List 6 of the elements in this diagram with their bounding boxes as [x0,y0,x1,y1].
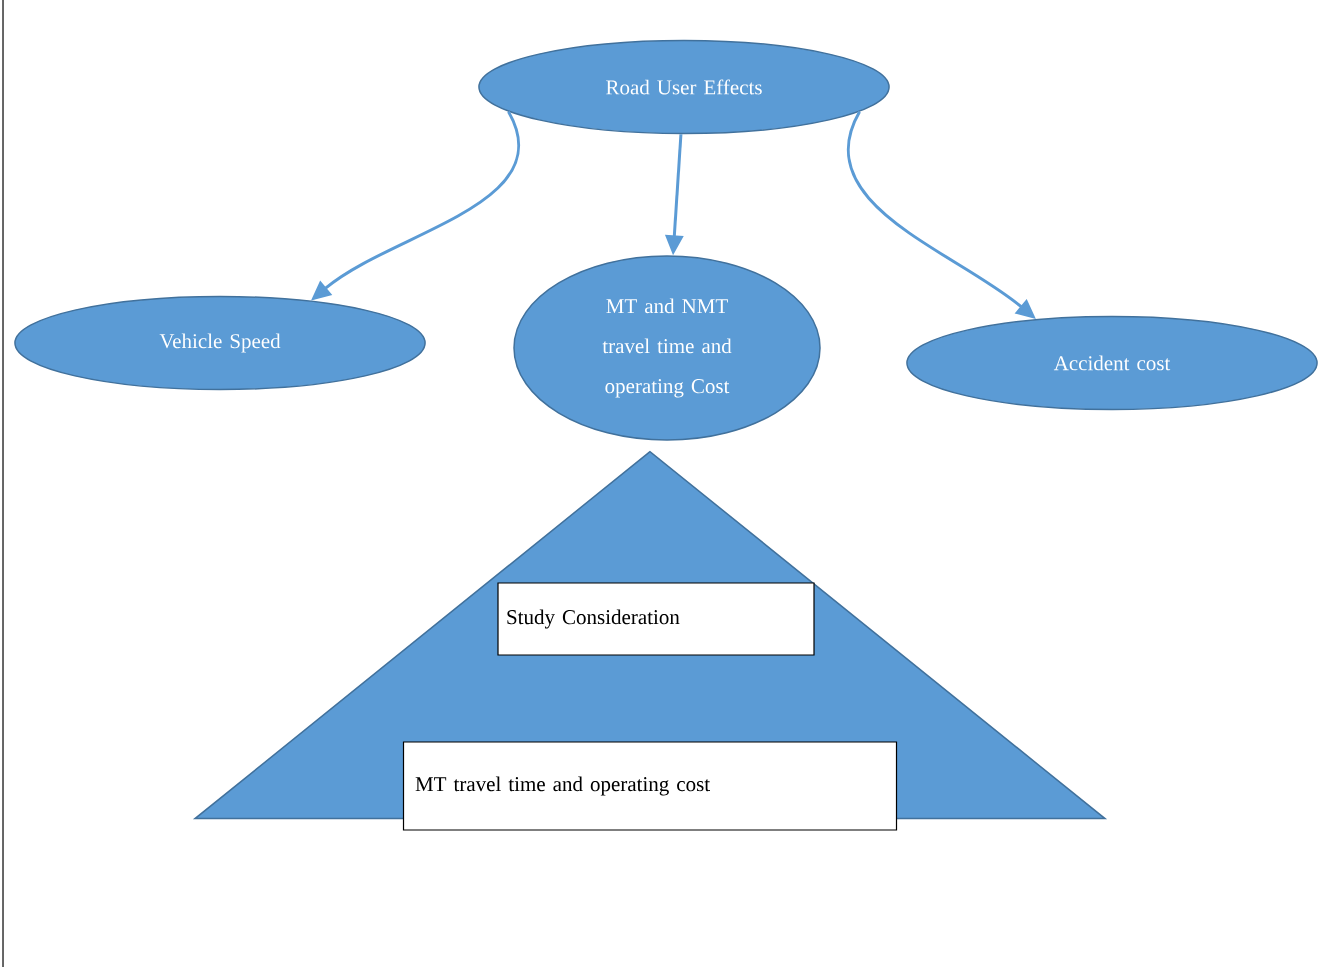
text-box: Study Consideration [497,582,815,656]
ellipse-node: MT and NMT travel time and operating Cost [513,255,821,441]
ellipse-node: Vehicle Speed [14,295,426,391]
text-box: MT travel time and operating cost [402,741,898,831]
ellipse-node: Road User Effects [478,39,890,135]
ellipse-node: Accident cost [906,315,1318,411]
